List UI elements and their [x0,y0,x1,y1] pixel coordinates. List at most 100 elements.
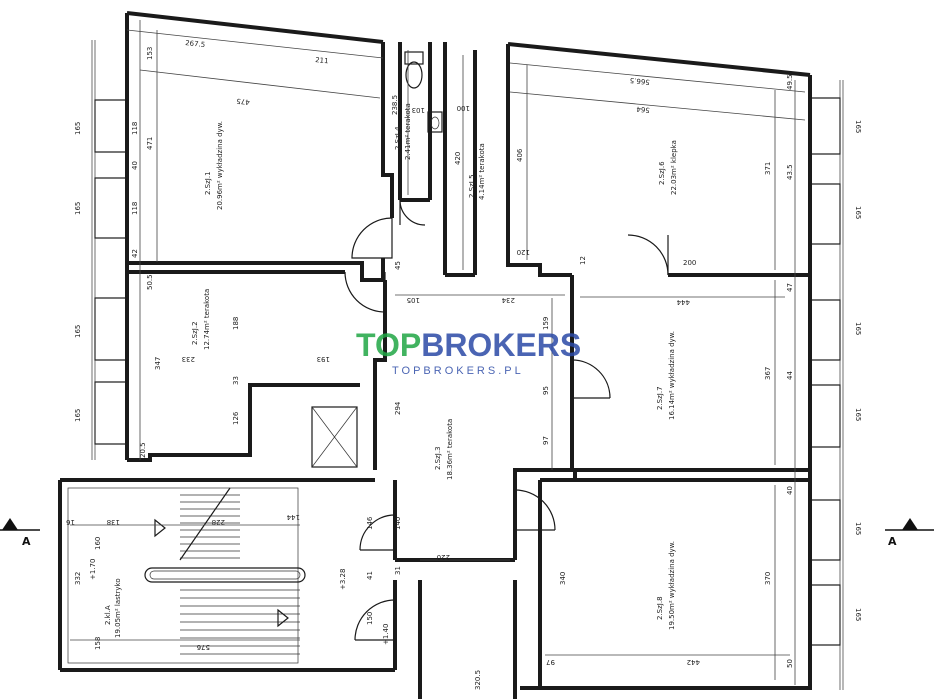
watermark-logo: TOPBROKERS TOPBROKERS.PL [356,327,581,377]
dim-144: 144 [286,513,300,521]
dim-44: 44 [786,371,794,380]
sill-165-l4: 165 [74,409,82,422]
dimension-lines [70,20,806,685]
dim-97: 97 [546,658,555,666]
dim-50: 50 [786,659,794,668]
dim-347: 347 [154,357,162,370]
sill-165-l3: 165 [74,325,82,338]
room-8-area: 19.50m² wykładzina dyw. [668,541,676,630]
dim-370: 370 [764,572,772,585]
room-6-label: 2.SzJ.6 [658,161,666,185]
watermark-brand: TOPBROKERS [356,327,581,363]
dim-228: 228 [212,518,225,526]
dim-118b: 118 [131,202,139,215]
dim-33: 33 [232,376,240,385]
dim-200: 200 [683,259,696,267]
stair-hall-area: 19.05m² lastryko [114,578,122,638]
dim-16: 16 [66,518,75,526]
svg-text:A: A [22,535,31,548]
dim-146: 146 [366,516,374,530]
sill-165-r1: 165 [854,120,862,133]
right-window-piers [809,80,844,690]
sill-165-l2: 165 [74,202,82,215]
dim-205: 20.5 [139,442,147,458]
dim-140: 140 [394,517,402,530]
dim-220: 220 [437,553,450,561]
dim-471: 471 [146,137,154,150]
dim-442: 442 [687,658,700,666]
dim-294: 294 [394,401,402,415]
dim-31: 31 [394,566,402,575]
room-6-area: 22.03m² klepka [670,140,678,195]
room-1-area: 20.96m² wykładzina dyw. [216,121,224,210]
dim-40a: 40 [131,161,139,170]
sill-165-r2: 165 [854,206,862,219]
watermark-site: TOPBROKERS.PL [392,365,524,377]
room-4-area: 2.41m² terakota [404,103,412,160]
level-1: +1.70 [89,559,97,580]
room-7-label: 2.SzJ.7 [656,386,664,410]
dim-47: 47 [786,283,794,292]
interior-walls [58,42,810,699]
dim-97b: 97 [542,436,550,445]
door-swings [344,199,669,641]
room-1-label: 2.SzJ.1 [204,171,212,195]
dim-160: 160 [94,537,102,550]
room-2-label: 2.SzJ.2 [191,321,199,345]
dim-top-left: 267.5 [185,39,206,49]
dim-95: 95 [542,386,550,395]
sill-165-r5: 165 [854,522,862,535]
section-mark-right: A [885,518,934,548]
level-2: +3.28 [339,569,347,590]
room-8-label: 2.SzJ.8 [656,596,664,620]
room-5-area: 4.14m² terakota [478,143,486,200]
dim-444: 444 [676,298,690,306]
room-4-label: 2.SzJ.4 [394,126,402,150]
dim-566: 566.5 [629,76,650,86]
dim-105: 105 [407,296,420,304]
dim-188: 188 [232,317,240,330]
ventilation-shaft [311,406,358,468]
room-3-label: 2.SzJ.3 [434,446,442,470]
dim-332: 332 [74,572,82,585]
dim-234: 234 [501,296,515,304]
dim-505: 50.5 [146,274,154,290]
room-7-area: 16.14m² wykładzina dyw. [668,331,676,420]
dim-49: 49.5 [786,74,794,90]
sill-165-r6: 165 [854,608,862,621]
dim-158: 158 [94,637,102,650]
dim-153: 153 [146,47,154,60]
staircase [67,487,306,664]
dim-40b: 40 [786,486,794,495]
dim-420: 420 [454,152,462,165]
sill-165-r3: 165 [854,322,862,335]
dim-top-left2: 211 [315,56,329,65]
dim-41: 41 [366,571,374,580]
room-3-area: 18.36m² terakota [446,419,454,480]
dim-340: 340 [559,572,567,585]
level-3: +1.40 [382,624,390,645]
svg-text:A: A [888,535,897,548]
stair-hall-label: 2.kl.A [104,605,112,625]
dim-238: 238.5 [391,95,399,115]
dim-367: 367 [764,367,772,380]
dim-138: 138 [107,518,120,526]
left-window-piers [91,40,128,460]
wc-fixtures [404,51,443,133]
dim-43: 43.5 [786,164,794,180]
dim-118a: 118 [131,122,139,135]
dim-371: 371 [764,162,772,175]
dim-475: 475 [236,97,250,106]
dim-12: 12 [579,256,587,265]
dim-103: 103 [412,106,425,114]
dim-233: 233 [182,355,195,363]
dim-576: 576 [196,643,210,651]
dim-100: 100 [457,104,470,112]
dim-45: 45 [394,261,402,270]
dim-150: 150 [366,612,374,625]
sill-165-l1: 165 [74,122,82,135]
room-5-label: 2.SzJ.5 [468,174,476,198]
dim-126: 126 [232,411,240,425]
